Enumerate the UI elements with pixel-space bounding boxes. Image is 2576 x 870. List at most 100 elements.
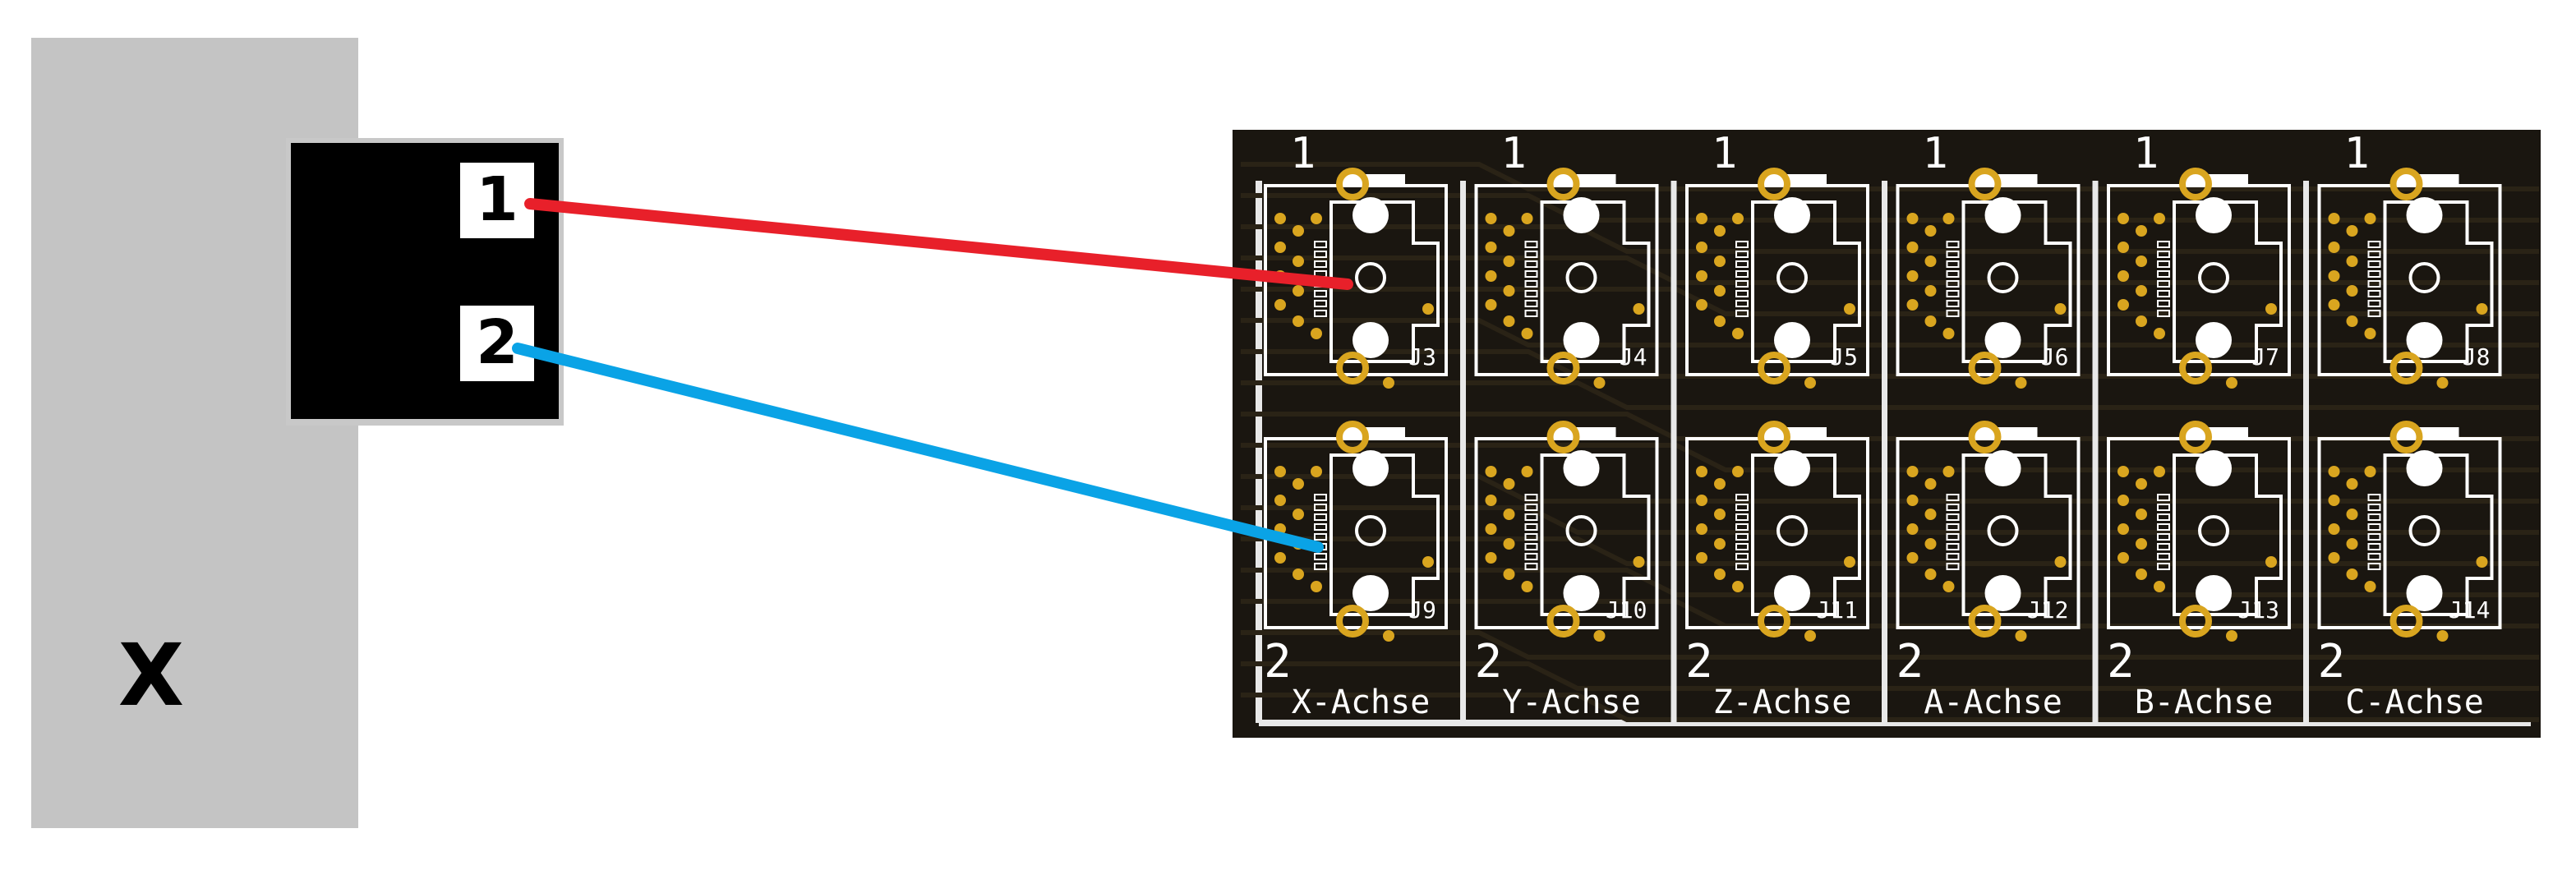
jack-J6: J61 <box>1896 129 2081 389</box>
pin-1-badge <box>460 163 534 238</box>
contact-pin <box>2367 251 2381 258</box>
contact-pin <box>1735 251 1749 258</box>
jack-body <box>1751 200 1861 363</box>
contact-pin <box>2157 563 2170 570</box>
mount-hole <box>2406 322 2443 358</box>
via <box>1906 213 1919 224</box>
via <box>2136 568 2147 580</box>
via <box>1274 299 1286 311</box>
via <box>1924 568 1937 580</box>
pin-two-mark: 2 <box>1264 635 1292 688</box>
via <box>2328 495 2340 506</box>
contact-pin <box>2367 504 2381 511</box>
center-hole <box>1355 515 1386 546</box>
center-hole <box>1355 262 1386 293</box>
contact-pin <box>1314 563 1327 570</box>
jack-J3: J31 <box>1264 129 1448 389</box>
pin-one-mark: 1 <box>1501 129 1527 178</box>
via <box>1503 255 1515 267</box>
mount-hole <box>1353 450 1389 486</box>
copper-pad <box>2179 352 2212 384</box>
via <box>2136 255 2147 267</box>
jack-body <box>2173 200 2283 363</box>
designator-label: J14 <box>2449 596 2491 624</box>
via <box>1696 299 1707 311</box>
via <box>2226 377 2237 389</box>
via <box>2436 377 2449 389</box>
jack-tab <box>2393 427 2459 439</box>
via <box>2226 630 2237 642</box>
via <box>2328 523 2340 535</box>
contact-pin <box>2157 260 2170 268</box>
contact-pin <box>1524 504 1538 511</box>
pin-one-mark: 1 <box>1290 129 1316 178</box>
via <box>1906 523 1919 535</box>
contact-pin <box>1314 241 1327 248</box>
wire-pin-1 <box>524 198 1353 290</box>
contact-pin <box>1946 513 1960 521</box>
via <box>2117 270 2129 282</box>
contact-pin <box>1735 270 1749 278</box>
contact-pin <box>1735 543 1749 550</box>
contact-pin <box>2367 241 2381 248</box>
contact-pin <box>1524 523 1538 531</box>
via <box>1485 299 1497 311</box>
via <box>2015 630 2027 642</box>
via <box>2364 466 2376 477</box>
designator-label: J6 <box>2041 343 2069 371</box>
via <box>1503 478 1515 490</box>
contact-pin <box>1314 504 1327 511</box>
via <box>2346 568 2358 580</box>
via <box>2328 270 2340 282</box>
axis-label: X-Achse <box>1292 684 1431 721</box>
mount-hole <box>2196 197 2232 233</box>
via <box>1714 478 1726 490</box>
center-hole <box>1565 262 1597 293</box>
jack-tab <box>1971 427 2038 439</box>
via <box>1924 538 1937 550</box>
via <box>1924 285 1937 297</box>
contact-pin <box>2367 553 2381 560</box>
contact-pin <box>2367 513 2381 521</box>
via <box>1696 466 1707 477</box>
contact-pin <box>1735 523 1749 531</box>
contact-pin <box>1735 300 1749 307</box>
via <box>1696 213 1707 224</box>
via <box>2117 552 2129 564</box>
contact-pin <box>1524 513 1538 521</box>
via <box>1274 242 1286 253</box>
via <box>2346 225 2358 237</box>
contact-pin <box>1314 513 1327 521</box>
contact-pin <box>2367 533 2381 541</box>
wire-pin-2 <box>512 343 1324 553</box>
contact-pin <box>1735 494 1749 501</box>
jack-body <box>1329 453 1440 616</box>
axis-label: Z-Achse <box>1713 684 1852 721</box>
designator-label: J9 <box>1408 596 1436 624</box>
contact-pin <box>1314 533 1327 541</box>
via <box>2346 255 2358 267</box>
copper-pad <box>1758 605 1790 638</box>
via <box>1485 270 1497 282</box>
via <box>2476 556 2488 568</box>
contact-pin <box>2157 310 2170 317</box>
contact-pin <box>1524 553 1538 560</box>
contact-pin <box>2367 270 2381 278</box>
via <box>2364 213 2376 224</box>
via <box>1503 225 1515 237</box>
via <box>1293 285 1304 297</box>
mount-hole <box>2406 450 2443 486</box>
contact-pin <box>1735 290 1749 297</box>
pcb-trace <box>1241 380 2539 410</box>
via <box>1293 225 1304 237</box>
via <box>1906 552 1919 564</box>
via <box>1383 630 1394 642</box>
copper-pad <box>1546 352 1580 384</box>
via <box>1844 303 1855 315</box>
contact-pin <box>1314 523 1327 531</box>
pcb-trace <box>1241 505 2539 535</box>
mount-hole <box>2196 322 2232 358</box>
designator-label: J12 <box>2027 596 2069 624</box>
via <box>1422 556 1434 568</box>
